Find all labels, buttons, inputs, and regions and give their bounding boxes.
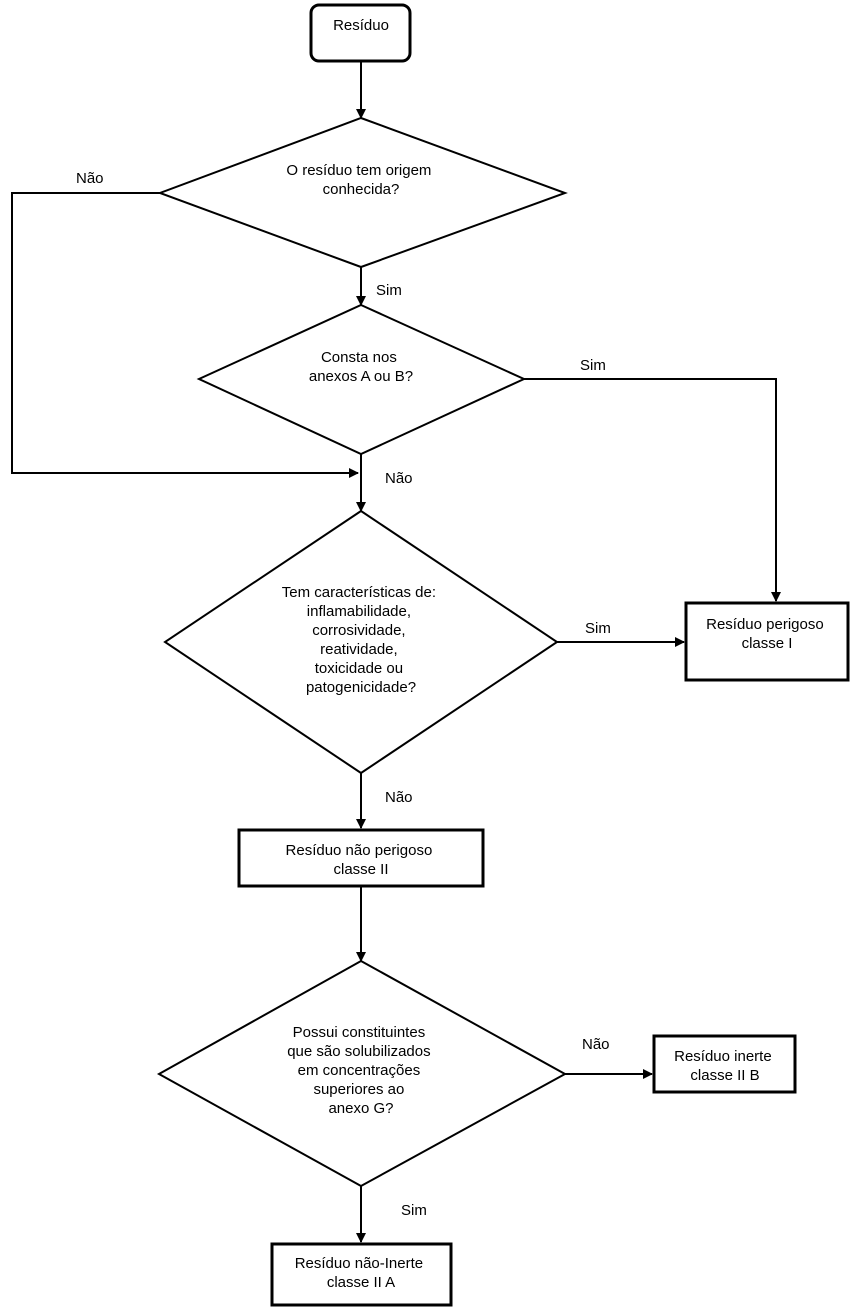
edge-label-origin-yes: Sim <box>376 282 402 299</box>
connectors <box>11 61 781 1243</box>
edge-origin-no <box>11 192 359 478</box>
edge-label-solubilized-no: Não <box>582 1036 610 1053</box>
non-hazardous-class-ii-box <box>237 828 485 888</box>
decision-characteristics <box>163 509 559 775</box>
hazardous-class-i-box <box>684 601 850 682</box>
edge-label-annex-no: Não <box>385 470 413 487</box>
edge-label-characteristics-yes: Sim <box>585 620 611 637</box>
edge-label-origin-no: Não <box>76 170 104 187</box>
start-node <box>309 3 412 63</box>
decision-origin-label: O resíduo tem origem conhecida? <box>286 162 435 198</box>
inert-class-iib-label: Resíduo inerte classe II B <box>674 1048 776 1084</box>
decision-annex <box>196 303 527 456</box>
decision-solubilized <box>156 959 568 1188</box>
start-label: Resíduo <box>333 17 389 34</box>
inert-class-iib-box <box>652 1034 797 1094</box>
edge-label-characteristics-no: Não <box>385 789 413 806</box>
decision-origin <box>157 116 568 269</box>
edge-label-annex-yes: Sim <box>580 357 606 374</box>
edge-annex-yes <box>524 378 781 602</box>
non-hazardous-class-ii-label: Resíduo não perigoso classe II <box>286 842 437 878</box>
decision-characteristics-label: Tem características de: inflamabilidade,… <box>282 584 440 696</box>
hazardous-class-i-label: Resíduo perigoso classe I <box>706 616 828 652</box>
non-inert-class-iia-box <box>270 1242 453 1307</box>
decision-solubilized-label: Possui constituintes que são solubilizad… <box>287 1024 435 1117</box>
edge-label-solubilized-yes: Sim <box>401 1202 427 1219</box>
decision-annex-label: Consta nos anexos A ou B? <box>309 349 413 385</box>
non-inert-class-iia-label: Resíduo não-Inerte classe II A <box>295 1255 428 1291</box>
